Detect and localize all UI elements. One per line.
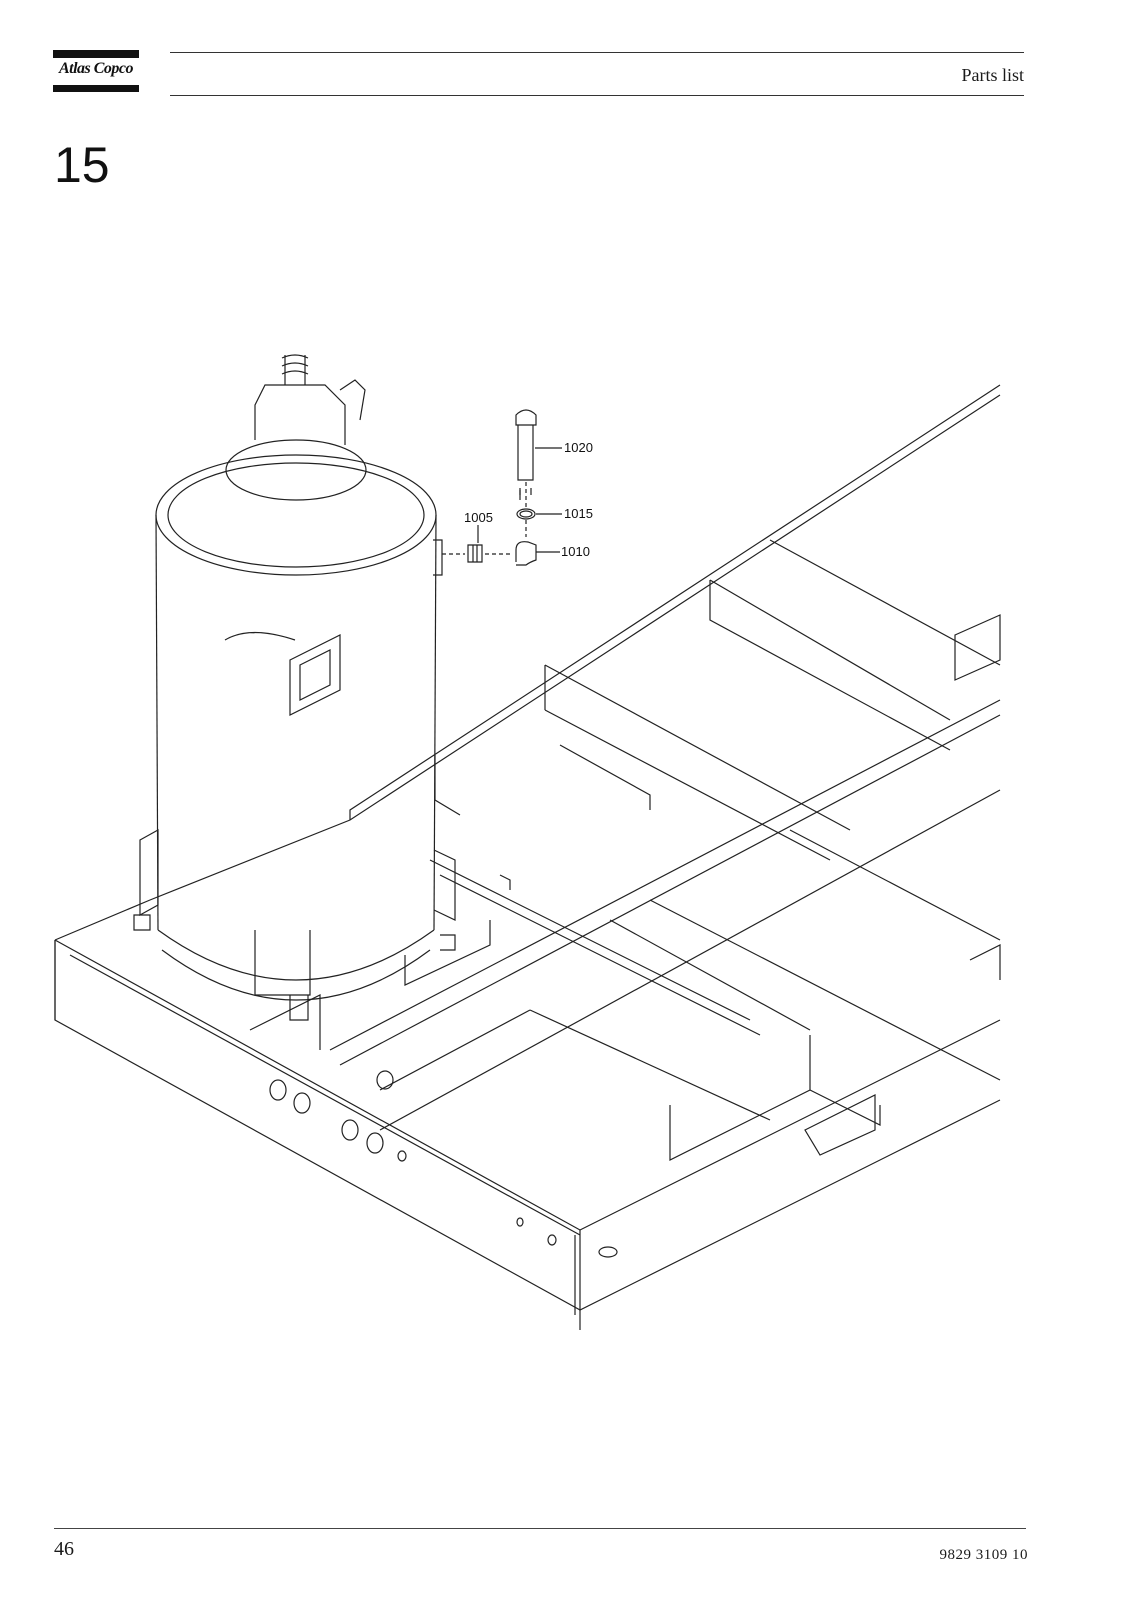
fitting-parts (442, 409, 562, 566)
header-rule-bottom (170, 95, 1024, 96)
callout-labels: 1020 1015 1005 1010 (464, 440, 593, 559)
callout-1005: 1005 (464, 510, 493, 525)
base-frame (54, 384, 1001, 1330)
callout-1020: 1020 (564, 440, 593, 455)
callout-1015: 1015 (564, 506, 593, 521)
figure-number: 15 (54, 137, 110, 193)
logo-wordmark: Atlas Copco (58, 60, 134, 77)
page-number: 46 (54, 1538, 74, 1560)
frame-holes (269, 1070, 618, 1258)
logo-bar-bottom (53, 85, 139, 92)
header-rule-top (170, 52, 1024, 53)
logo-bar-top (53, 50, 139, 58)
footer-rule (54, 1528, 1026, 1529)
atlas-copco-logo: Atlas Copco (53, 50, 139, 94)
document-number: 9829 3109 10 (939, 1547, 1028, 1563)
section-title: Parts list (961, 65, 1024, 85)
air-receiver-tank (133, 354, 491, 1050)
callout-1010: 1010 (561, 544, 590, 559)
exploded-parts-drawing: 1020 1015 1005 1010 (54, 354, 1001, 1330)
